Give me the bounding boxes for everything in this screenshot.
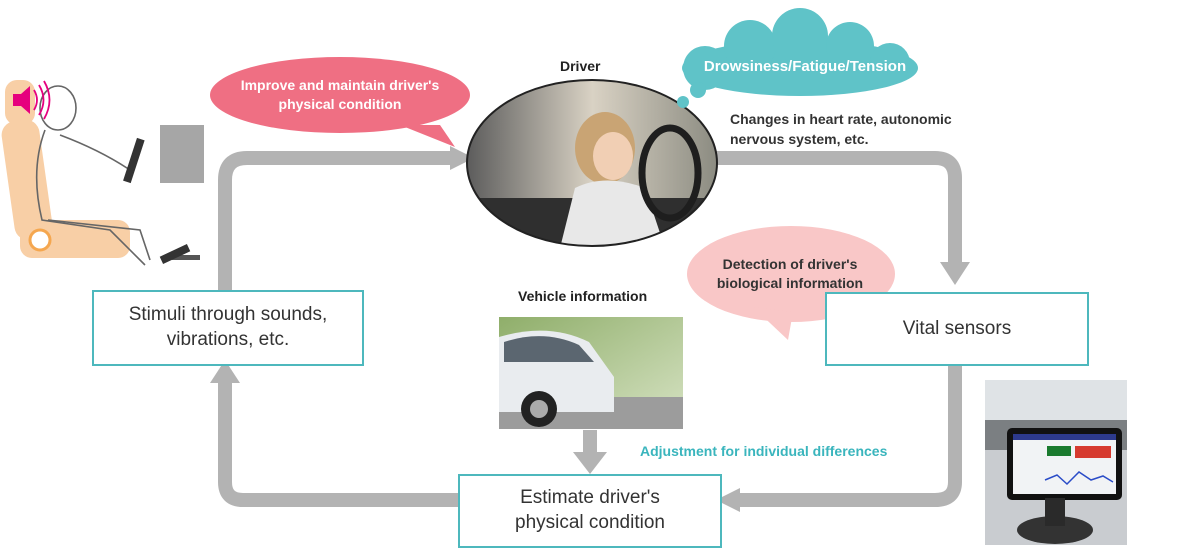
driver-label: Driver <box>560 58 601 74</box>
driver-photo <box>466 79 718 247</box>
improve-bubble: Improve and maintain driver's physical c… <box>240 77 440 112</box>
improve-bubble-shape <box>210 57 470 147</box>
vehicle-photo <box>499 317 683 429</box>
speaker-icon <box>13 86 30 114</box>
drowsiness-cloud-label: Drowsiness/Fatigue/Tension <box>703 57 907 75</box>
detection-bubble: Detection of driver's biological informa… <box>716 256 864 291</box>
estimate-box: Estimate driver's physical condition <box>458 474 722 548</box>
changes-text: Changes in heart rate, autonomic nervous… <box>730 111 952 147</box>
stimuli-box: Stimuli through sounds, vibrations, etc. <box>92 290 364 366</box>
drowsiness-cloud-shape <box>677 8 918 108</box>
vital-sensors-box: Vital sensors <box>825 292 1089 366</box>
adjustment-label: Adjustment for individual differences <box>640 443 888 459</box>
vehicle-info-label: Vehicle information <box>518 288 648 304</box>
phone-sensor-photo <box>985 380 1127 545</box>
driver-seat-illustration <box>1 80 204 266</box>
